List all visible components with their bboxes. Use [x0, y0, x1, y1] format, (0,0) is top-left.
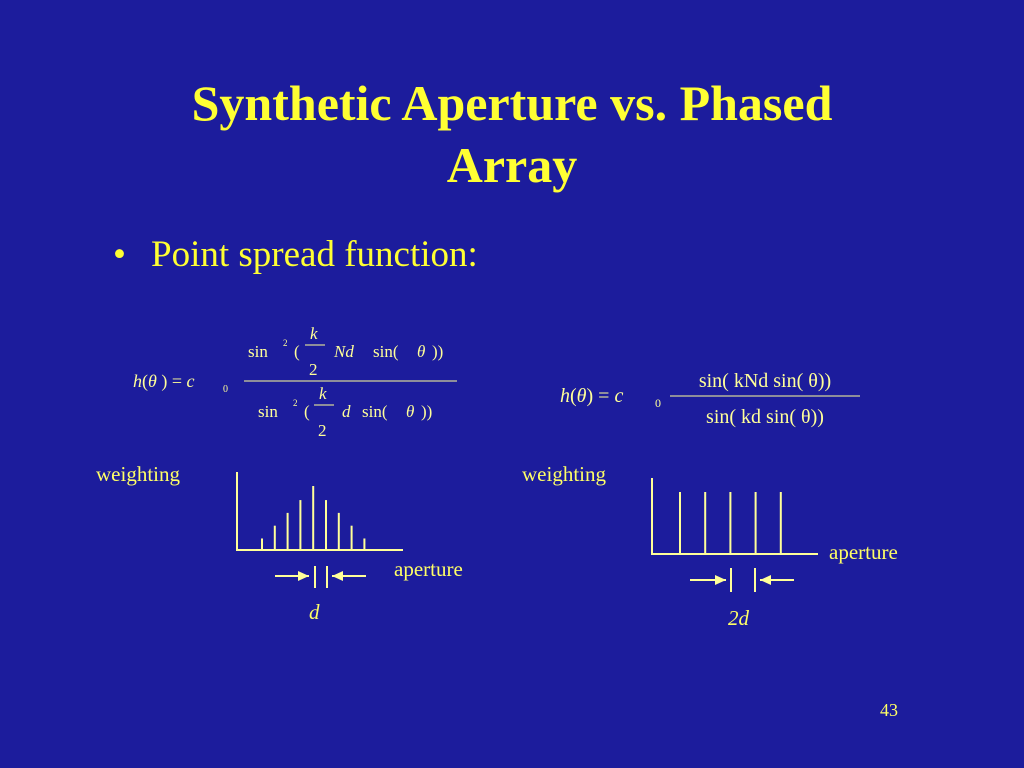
left-eq-h: h: [133, 371, 142, 391]
left-den-k: k: [319, 384, 327, 403]
left-num-sinfn: sin(: [373, 342, 399, 361]
left-arrow-right-head: [332, 571, 343, 581]
left-num-open: (: [294, 342, 300, 361]
left-eq-subscript: 0: [223, 384, 228, 395]
right-eq-subscript: 0: [655, 396, 661, 410]
left-weighting-diagram: [236, 472, 403, 588]
left-num-theta: θ: [417, 342, 425, 361]
right-weighting-diagram: [651, 478, 818, 592]
left-num-k: k: [310, 324, 318, 343]
left-den-power: 2: [293, 398, 298, 408]
left-num-sin: sin: [248, 342, 268, 361]
right-axes: [651, 478, 818, 555]
slide-title: Synthetic Aperture vs. Phased Array: [0, 72, 1024, 196]
right-arrow-right-head: [760, 575, 771, 585]
right-arrow-left-head: [715, 575, 726, 585]
bullet-text: Point spread function:: [151, 234, 478, 275]
left-den-sinfn: sin(: [362, 402, 388, 421]
bullet-item: • Point spread function:: [113, 233, 478, 277]
title-line-2: Array: [446, 137, 578, 193]
left-equation: h(θ ) = c 0 sin 2 ( k 2 Nd sin( θ )) sin…: [133, 324, 457, 440]
page-number: 43: [880, 700, 898, 720]
left-arrow-left-head: [298, 571, 309, 581]
left-num-Nd: Nd: [333, 342, 354, 361]
left-eq-lhs: h(θ ) = c: [133, 371, 195, 392]
left-den-2: 2: [318, 421, 327, 440]
left-den-open: (: [304, 402, 310, 421]
right-spacing-label: 2d: [728, 606, 749, 630]
left-num-2: 2: [309, 360, 318, 379]
bullet-dot: •: [113, 234, 126, 275]
right-equation: h(θ) = c 0 sin( kNd sin( θ)) sin( kd sin…: [560, 370, 860, 428]
left-num-close: )): [432, 342, 443, 361]
left-bars: [261, 486, 366, 550]
left-x-label: aperture: [394, 557, 463, 581]
right-eq-lhs: h(θ) = c: [560, 385, 623, 407]
left-den-close: )): [421, 402, 432, 421]
right-x-label: aperture: [829, 540, 898, 564]
left-spacing-label: d: [309, 600, 320, 624]
right-eq-numerator: sin( kNd sin( θ)): [699, 370, 831, 392]
right-y-label: weighting: [522, 462, 606, 486]
left-axes: [236, 472, 403, 551]
right-bars: [679, 492, 782, 554]
left-num-power: 2: [283, 338, 288, 348]
left-y-label: weighting: [96, 462, 180, 486]
right-eq-denominator: sin( kd sin( θ)): [706, 406, 824, 428]
title-line-1: Synthetic Aperture vs. Phased: [191, 75, 833, 131]
left-den-d: d: [342, 402, 351, 421]
left-den-theta: θ: [406, 402, 414, 421]
left-eq-theta: θ: [148, 371, 157, 391]
left-den-sin: sin: [258, 402, 278, 421]
